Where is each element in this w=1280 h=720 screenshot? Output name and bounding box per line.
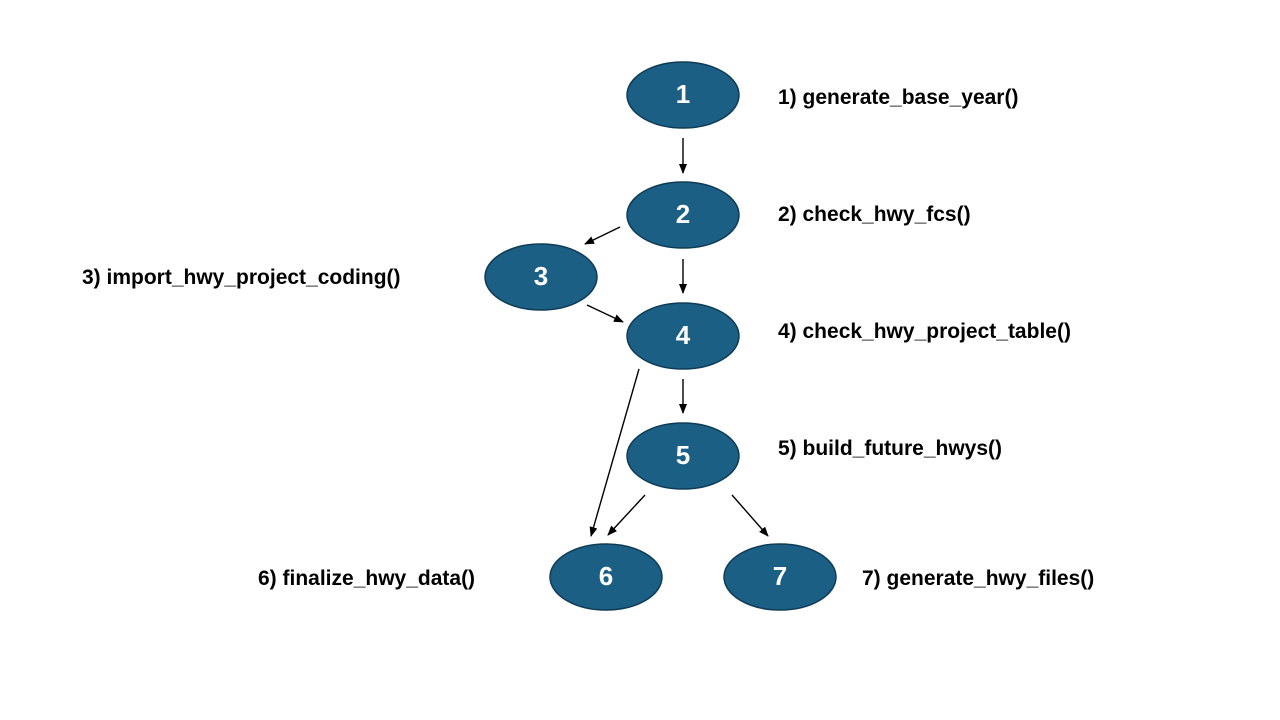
node-4-number: 4 [676, 320, 691, 350]
edge-5-to-6 [607, 494, 646, 536]
node-6-ellipse [549, 543, 663, 611]
node-7-ellipse [723, 543, 837, 611]
node-6-number: 6 [599, 561, 613, 591]
node-7-label: 7) generate_hwy_files() [862, 567, 1094, 590]
node-1-ellipse [626, 61, 740, 129]
node-2-number: 2 [676, 199, 690, 229]
node-5-ellipse [626, 422, 740, 490]
node-4: 4 [626, 302, 740, 370]
node-1-number: 1 [676, 79, 690, 109]
edge-3-to-4 [586, 304, 624, 323]
edge-4-to-6 [589, 368, 640, 537]
node-3: 3 [484, 243, 598, 311]
node-4-label: 4) check_hwy_project_table() [778, 320, 1071, 343]
node-7-number: 7 [773, 561, 787, 591]
node-3-number: 3 [534, 261, 548, 291]
node-7: 7 [723, 543, 837, 611]
edges [584, 138, 769, 537]
node-4-ellipse [626, 302, 740, 370]
edge-5-to-7 [731, 494, 769, 537]
node-1-label: 1) generate_base_year() [778, 86, 1018, 109]
node-6-label: 6) finalize_hwy_data() [258, 567, 475, 590]
edge-2-to-3 [584, 226, 621, 245]
node-2: 2 [626, 181, 740, 249]
node-1: 1 [626, 61, 740, 129]
node-5: 5 [626, 422, 740, 490]
node-2-label: 2) check_hwy_fcs() [778, 203, 971, 226]
node-2-ellipse [626, 181, 740, 249]
node-5-number: 5 [676, 440, 690, 470]
node-3-label: 3) import_hwy_project_coding() [82, 266, 401, 289]
node-3-ellipse [484, 243, 598, 311]
node-6: 6 [549, 543, 663, 611]
node-5-label: 5) build_future_hwys() [778, 437, 1002, 460]
